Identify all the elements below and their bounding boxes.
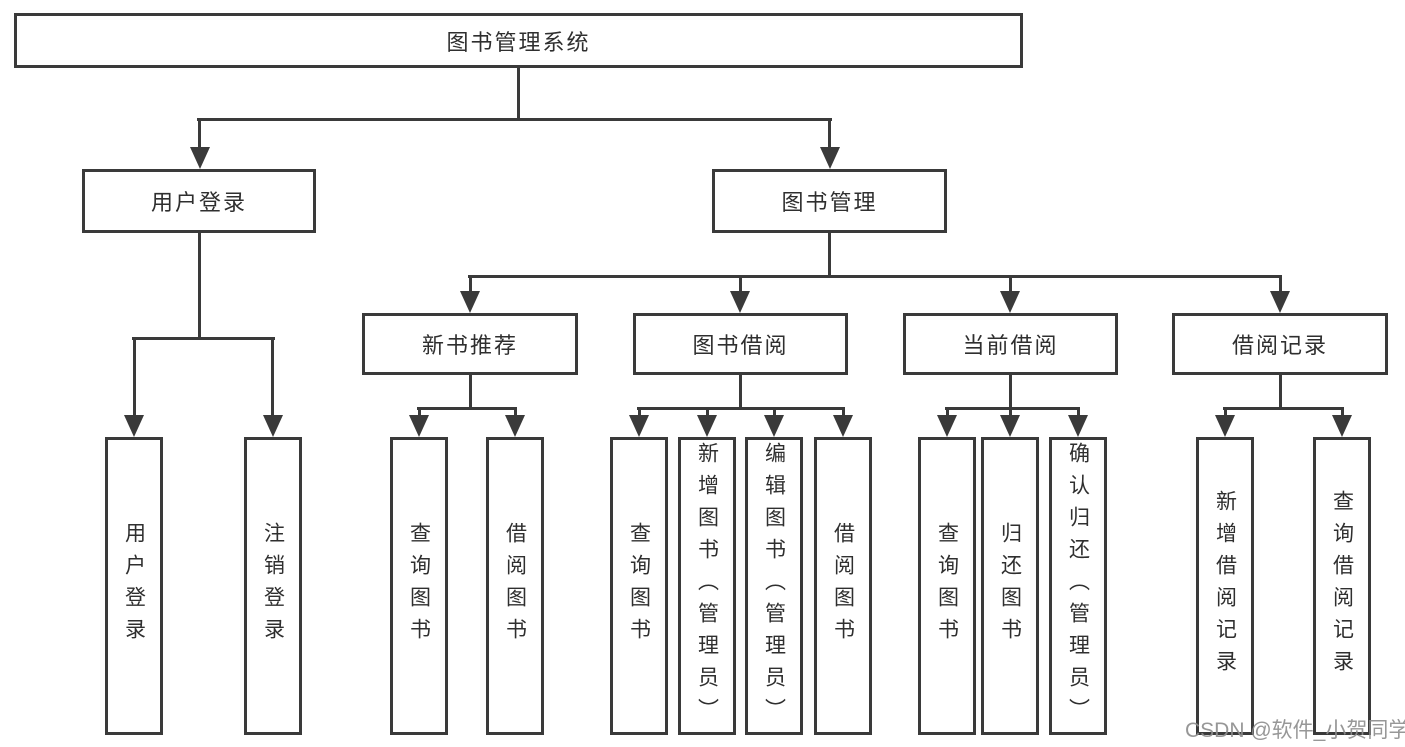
- leaf-label: 查询图书: [935, 522, 959, 650]
- connector-line: [514, 407, 517, 417]
- connector-line: [198, 233, 201, 337]
- arrowhead-icon: [1215, 415, 1235, 437]
- arrowhead-icon: [263, 415, 283, 437]
- node-current-borrowing: 当前借阅: [903, 313, 1118, 375]
- connector-line: [1279, 275, 1282, 293]
- leaf-confirm-return-admin: 确认归还（管理员）: [1049, 437, 1107, 735]
- connector-line: [469, 375, 472, 407]
- leaf-add-borrow-record: 新增借阅记录: [1196, 437, 1254, 735]
- arrowhead-icon: [190, 147, 210, 169]
- arrowhead-icon: [124, 415, 144, 437]
- connector-line: [198, 118, 201, 149]
- leaf-label: 查询图书: [407, 522, 431, 650]
- arrowhead-icon: [833, 415, 853, 437]
- connector-line: [946, 407, 949, 417]
- connector-line: [132, 337, 275, 340]
- arrowhead-icon: [629, 415, 649, 437]
- arrowhead-icon: [1332, 415, 1352, 437]
- arrowhead-icon: [1068, 415, 1088, 437]
- arrowhead-icon: [1000, 415, 1020, 437]
- leaf-label: 查询借阅记录: [1330, 490, 1354, 682]
- arrowhead-icon: [1000, 291, 1020, 313]
- leaf-borrow-books-borrowing: 借阅图书: [814, 437, 872, 735]
- arrowhead-icon: [460, 291, 480, 313]
- leaf-borrow-books-recommend: 借阅图书: [486, 437, 544, 735]
- arrowhead-icon: [697, 415, 717, 437]
- arrowhead-icon: [730, 291, 750, 313]
- arrowhead-icon: [1270, 291, 1290, 313]
- connector-line: [1077, 407, 1080, 417]
- node-user-login: 用户登录: [82, 169, 316, 233]
- node-book-borrowing: 图书借阅: [633, 313, 848, 375]
- node-borrowing-records: 借阅记录: [1172, 313, 1388, 375]
- connector-line: [1224, 407, 1227, 417]
- node-library-management-system: 图书管理系统: [14, 13, 1023, 68]
- connector-line: [1223, 407, 1344, 410]
- connector-line: [1009, 407, 1012, 417]
- leaf-label: 查询图书: [627, 522, 651, 650]
- arrowhead-icon: [764, 415, 784, 437]
- leaf-label: 归还图书: [998, 522, 1022, 650]
- leaf-user-login: 用户登录: [105, 437, 163, 735]
- connector-line: [739, 375, 742, 407]
- connector-line: [637, 407, 845, 410]
- connector-line: [517, 68, 520, 118]
- leaf-logout: 注销登录: [244, 437, 302, 735]
- arrowhead-icon: [409, 415, 429, 437]
- connector-line: [1341, 407, 1344, 417]
- connector-line: [706, 407, 709, 417]
- connector-line: [133, 337, 136, 417]
- leaf-label: 新增图书（管理员）: [695, 442, 719, 730]
- leaf-query-books-recommend: 查询图书: [390, 437, 448, 735]
- leaf-label: 借阅图书: [831, 522, 855, 650]
- leaf-label: 编辑图书（管理员）: [762, 442, 786, 730]
- connector-line: [418, 407, 421, 417]
- connector-line: [773, 407, 776, 417]
- arrowhead-icon: [820, 147, 840, 169]
- connector-line: [1009, 275, 1012, 293]
- node-book-management: 图书管理: [712, 169, 947, 233]
- leaf-label: 用户登录: [122, 522, 146, 650]
- connector-line: [1279, 375, 1282, 407]
- connector-line: [945, 407, 1080, 410]
- leaf-edit-books-admin: 编辑图书（管理员）: [745, 437, 803, 735]
- leaf-label: 借阅图书: [503, 522, 527, 650]
- leaf-return-books: 归还图书: [981, 437, 1039, 735]
- connector-line: [828, 118, 831, 149]
- leaf-query-books-borrowing: 查询图书: [610, 437, 668, 735]
- arrowhead-icon: [505, 415, 525, 437]
- watermark: CSDN @软件_小贺同学: [1185, 719, 1405, 742]
- connector-line: [468, 275, 1282, 278]
- connector-line: [469, 275, 472, 293]
- connector-line: [842, 407, 845, 417]
- connector-line: [828, 233, 831, 275]
- arrowhead-icon: [937, 415, 957, 437]
- leaf-add-books-admin: 新增图书（管理员）: [678, 437, 736, 735]
- connector-line: [271, 337, 274, 417]
- leaf-label: 确认归还（管理员）: [1066, 442, 1090, 730]
- connector-line: [197, 118, 832, 121]
- connector-line: [417, 407, 517, 410]
- leaf-query-books-current: 查询图书: [918, 437, 976, 735]
- leaf-query-borrow-record: 查询借阅记录: [1313, 437, 1371, 735]
- leaf-label: 注销登录: [261, 522, 285, 650]
- leaf-label: 新增借阅记录: [1213, 490, 1237, 682]
- node-new-book-recommendation: 新书推荐: [362, 313, 578, 375]
- connector-line: [638, 407, 641, 417]
- connector-line: [739, 275, 742, 293]
- connector-line: [1009, 375, 1012, 407]
